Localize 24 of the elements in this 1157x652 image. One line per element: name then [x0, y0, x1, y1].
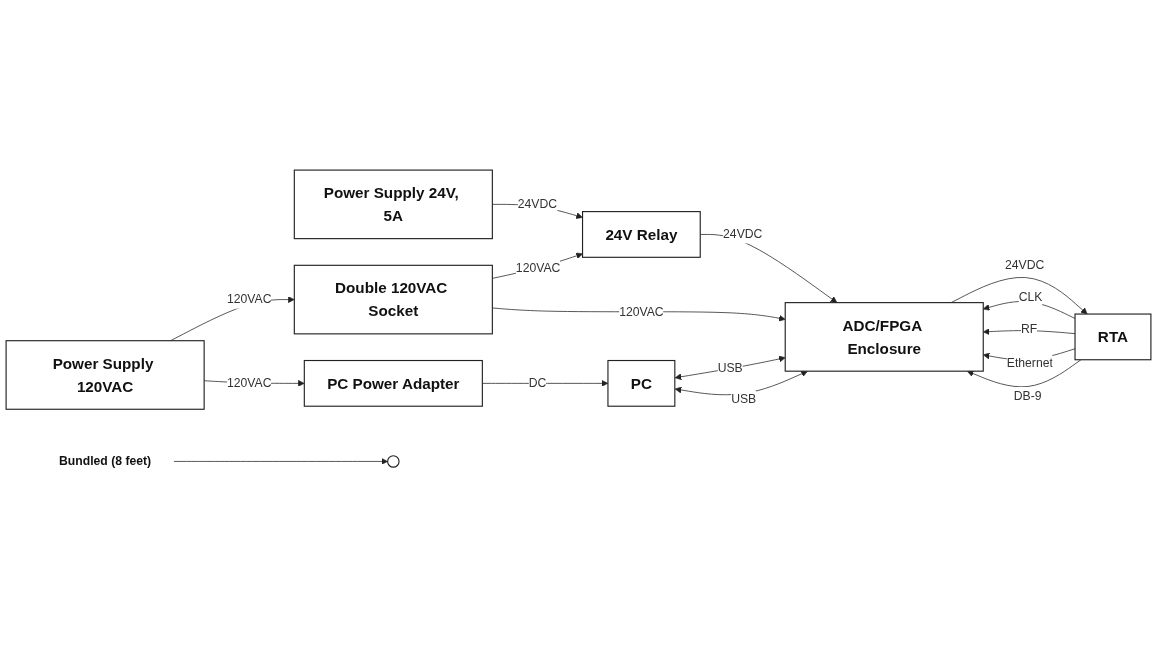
node-box: PC: [607, 359, 676, 407]
edge-label: 120VAC: [226, 292, 272, 306]
edge-label: 24VDC: [1004, 258, 1045, 271]
edge-label: 24VDC: [723, 227, 763, 241]
edge-label: CLK: [1018, 289, 1043, 303]
node-text: Bundled (8 feet): [59, 454, 152, 468]
edge-label: Ethernet: [1006, 356, 1053, 370]
node-box: Power Supply 120VAC: [5, 340, 205, 410]
node-box: 24V Relay: [581, 211, 701, 258]
node-ellipse: [387, 455, 400, 468]
edge-label: DB-9: [1013, 389, 1042, 403]
node-box: PC Power Adapter: [303, 359, 483, 407]
node-box: ADC/FPGA Enclosure: [784, 302, 984, 372]
node-box: Power Supply 24V, 5A: [293, 169, 493, 240]
node-box: RTA: [1074, 313, 1152, 361]
edge-label: USB: [731, 392, 757, 406]
edge-label: 120VAC: [619, 304, 664, 318]
node-box: Double 120VAC Socket: [293, 264, 493, 335]
edge-label: RF: [1021, 322, 1038, 336]
edge-label: 120VAC: [226, 376, 272, 390]
edge-label: USB: [717, 361, 743, 375]
edge-label: 120VAC: [515, 261, 561, 275]
edge-label: 24VDC: [517, 197, 558, 211]
edge-label: DC: [528, 376, 547, 390]
